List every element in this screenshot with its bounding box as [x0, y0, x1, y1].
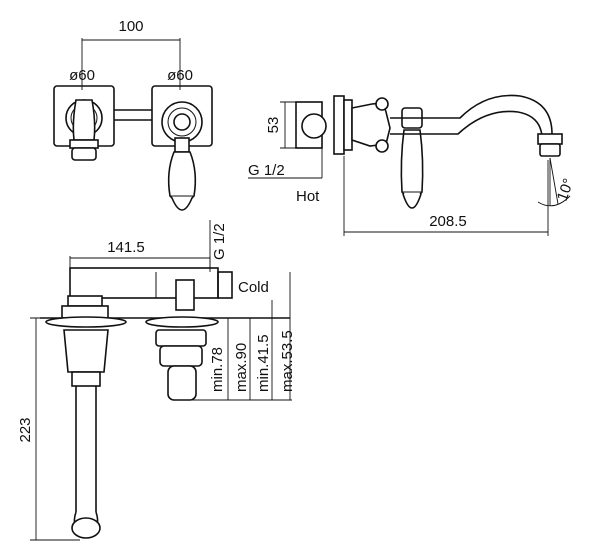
- dim-right-diameter: ø60: [167, 67, 193, 84]
- spout-upper: [390, 94, 553, 135]
- side-rosette: [333, 95, 345, 155]
- thread-label-bottom: G 1/2: [211, 223, 228, 260]
- right-dome-center: [173, 113, 191, 131]
- hot-label: Hot: [296, 188, 320, 205]
- plan-spout-body: [63, 329, 109, 373]
- right-lever-handle: [167, 151, 197, 204]
- dim-min78-label: min.78: [209, 347, 226, 392]
- left-spout-ring: [69, 139, 99, 149]
- dim-max90-label: max.90: [233, 343, 250, 392]
- left-spout-body: [72, 99, 96, 141]
- plan-valve-rosette: [145, 316, 219, 328]
- plan-view: 141.5 G 1/2 Cold min.78 max.90 min.41.5 …: [17, 220, 296, 541]
- angle-inclined: [549, 157, 559, 205]
- thread-label-top: G 1/2: [248, 162, 285, 179]
- right-lever-neck: [174, 137, 190, 153]
- dim-223-label: 223: [17, 417, 34, 442]
- side-rosette-2: [343, 99, 353, 151]
- side-lever-handle: [400, 129, 424, 200]
- side-view: 53 G 1/2 Hot 208.5 10°: [248, 94, 578, 236]
- cold-label: Cold: [238, 279, 269, 296]
- plan-spout-aerator: [71, 517, 101, 539]
- dim-208-label: 208.5: [429, 213, 467, 230]
- side-lever-tip: [402, 193, 422, 209]
- right-lever-tip: [171, 197, 193, 211]
- valve-knob-top: [375, 97, 389, 111]
- plan-valve-knob: [167, 365, 197, 401]
- spout-ring: [537, 133, 563, 145]
- angle-label: 10°: [554, 176, 578, 203]
- dim-min41-label: min.41.5: [255, 334, 272, 392]
- plan-valve-cap: [175, 279, 195, 311]
- front-view: 100 ø60 ø60: [53, 18, 213, 211]
- dim-left-diameter: ø60: [69, 67, 95, 84]
- plan-spout-rosette: [45, 316, 127, 328]
- angle-arc: [537, 195, 571, 207]
- dim-max53-label: max.53.5: [279, 330, 296, 392]
- plan-valve-collar: [155, 329, 207, 347]
- body-bar-end: [217, 271, 233, 299]
- body-bar: [69, 267, 219, 299]
- plan-spout-base: [61, 305, 109, 319]
- side-dome: [301, 113, 327, 139]
- dim-100-label: 100: [118, 18, 143, 35]
- plan-valve-body: [159, 345, 203, 367]
- dim-141-label: 141.5: [107, 239, 145, 256]
- plan-spout-neck: [71, 371, 101, 387]
- spout-lower: [390, 110, 543, 137]
- valve-knob-bottom: [375, 139, 389, 153]
- dim-53-label: 53: [265, 117, 282, 134]
- spout-aerator: [539, 143, 561, 157]
- right-dome-inner: [167, 107, 197, 137]
- plan-spout-collar: [67, 295, 103, 307]
- left-aerator: [71, 147, 97, 161]
